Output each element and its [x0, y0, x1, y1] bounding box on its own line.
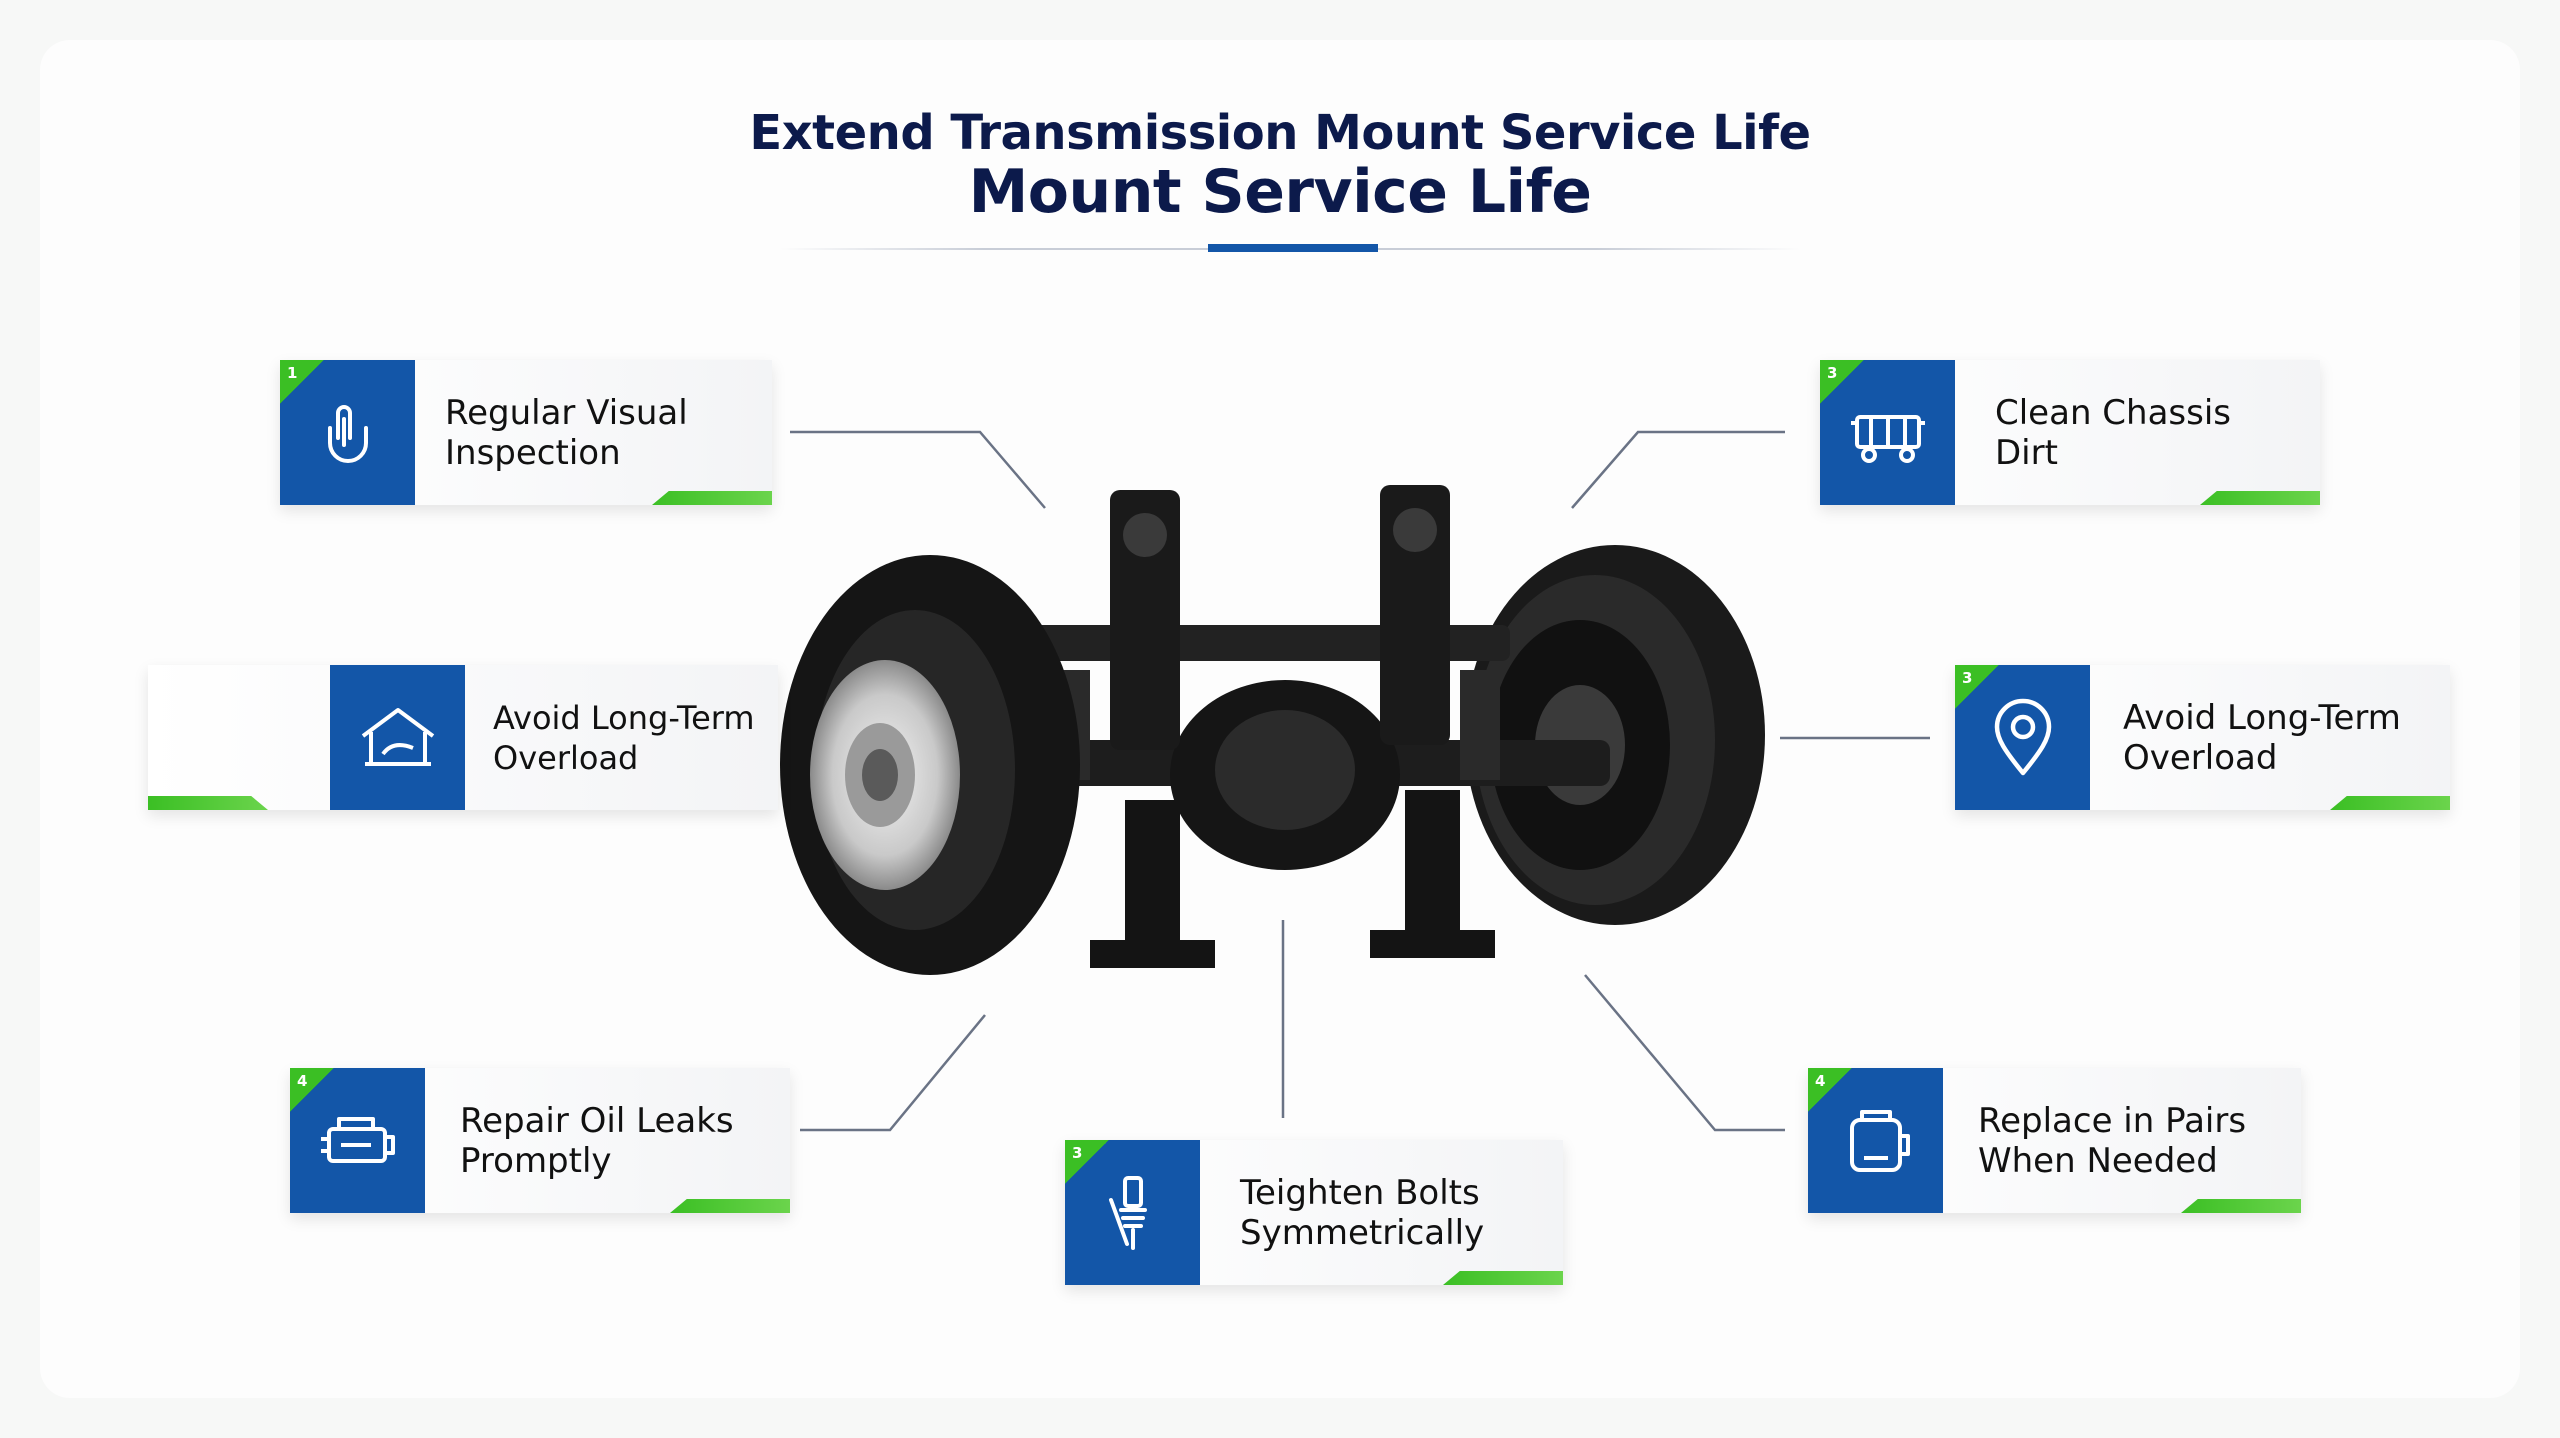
card-accent-stripe	[2200, 491, 2320, 505]
card-number-badge: 3	[1065, 1140, 1109, 1184]
card-label: Avoid Long-Term Overload	[2123, 697, 2401, 778]
card-repair-oil-leaks: 4 Repair Oil Leaks Promptly	[290, 1068, 790, 1213]
mount-stands	[1090, 790, 1495, 968]
connector-line-7	[1584, 974, 1785, 1132]
mount-icon	[1849, 1109, 1910, 1172]
connector-line-1	[790, 430, 1046, 509]
card-icon-box	[330, 665, 465, 810]
card-tighten-bolts: 3 Teighten Bolts Symmetrically	[1065, 1140, 1563, 1285]
card-accent-stripe	[1443, 1271, 1563, 1285]
card-label: Teighten Bolts Symmetrically	[1240, 1172, 1485, 1253]
leaf-spring-brackets	[1050, 485, 1500, 780]
card-number-badge: 4	[290, 1068, 334, 1112]
warehouse-icon	[361, 707, 434, 766]
card-label: Avoid Long-Term Overload	[493, 698, 755, 777]
card-label: Replace in Pairs When Needed	[1978, 1100, 2247, 1181]
card-clean-chassis-dirt: 3 Clean Chassis Dirt	[1820, 360, 2320, 505]
card-number-badge: 1	[280, 360, 324, 404]
title-accent-bar	[1208, 244, 1378, 252]
card-number-badge: 3	[1820, 360, 1864, 404]
card-accent-stripe	[2330, 796, 2450, 810]
card-accent-stripe	[670, 1199, 790, 1213]
card-replace-in-pairs: 4 Replace in Pairs When Needed	[1808, 1068, 2301, 1213]
right-wheel	[1465, 545, 1765, 925]
page-subtitle: Mount Service Life	[968, 157, 1592, 227]
card-accent-stripe	[652, 491, 772, 505]
chassis-icon	[1850, 414, 1925, 463]
bolt-icon	[1108, 1175, 1147, 1250]
connector-line-3	[800, 1014, 986, 1132]
connector-line-5	[1571, 430, 1785, 509]
card-label: Regular Visual Inspection	[445, 392, 688, 473]
engine-icon	[320, 1116, 395, 1163]
card-accent-stripe	[2181, 1199, 2301, 1213]
hand-touch-icon	[327, 404, 368, 463]
card-label: Clean Chassis Dirt	[1995, 392, 2232, 473]
card-icon-box	[290, 1068, 425, 1213]
card-number-badge: 3	[1955, 665, 1999, 709]
card-avoid-long-term-overload-left: Avoid Long-Term Overload	[148, 665, 778, 810]
axle-assembly-illustration	[780, 485, 1765, 975]
card-regular-visual-inspection: 1 Regular Visual Inspection	[280, 360, 772, 505]
left-wheel	[780, 555, 1080, 975]
page-title: Extend Transmission Mount Service Life	[749, 105, 1811, 161]
location-pin-icon	[1994, 698, 2051, 775]
card-label: Repair Oil Leaks Promptly	[460, 1100, 734, 1181]
card-accent-stripe	[148, 796, 268, 810]
card-avoid-long-term-overload-right: 3 Avoid Long-Term Overload	[1955, 665, 2450, 810]
card-number-badge: 4	[1808, 1068, 1852, 1112]
